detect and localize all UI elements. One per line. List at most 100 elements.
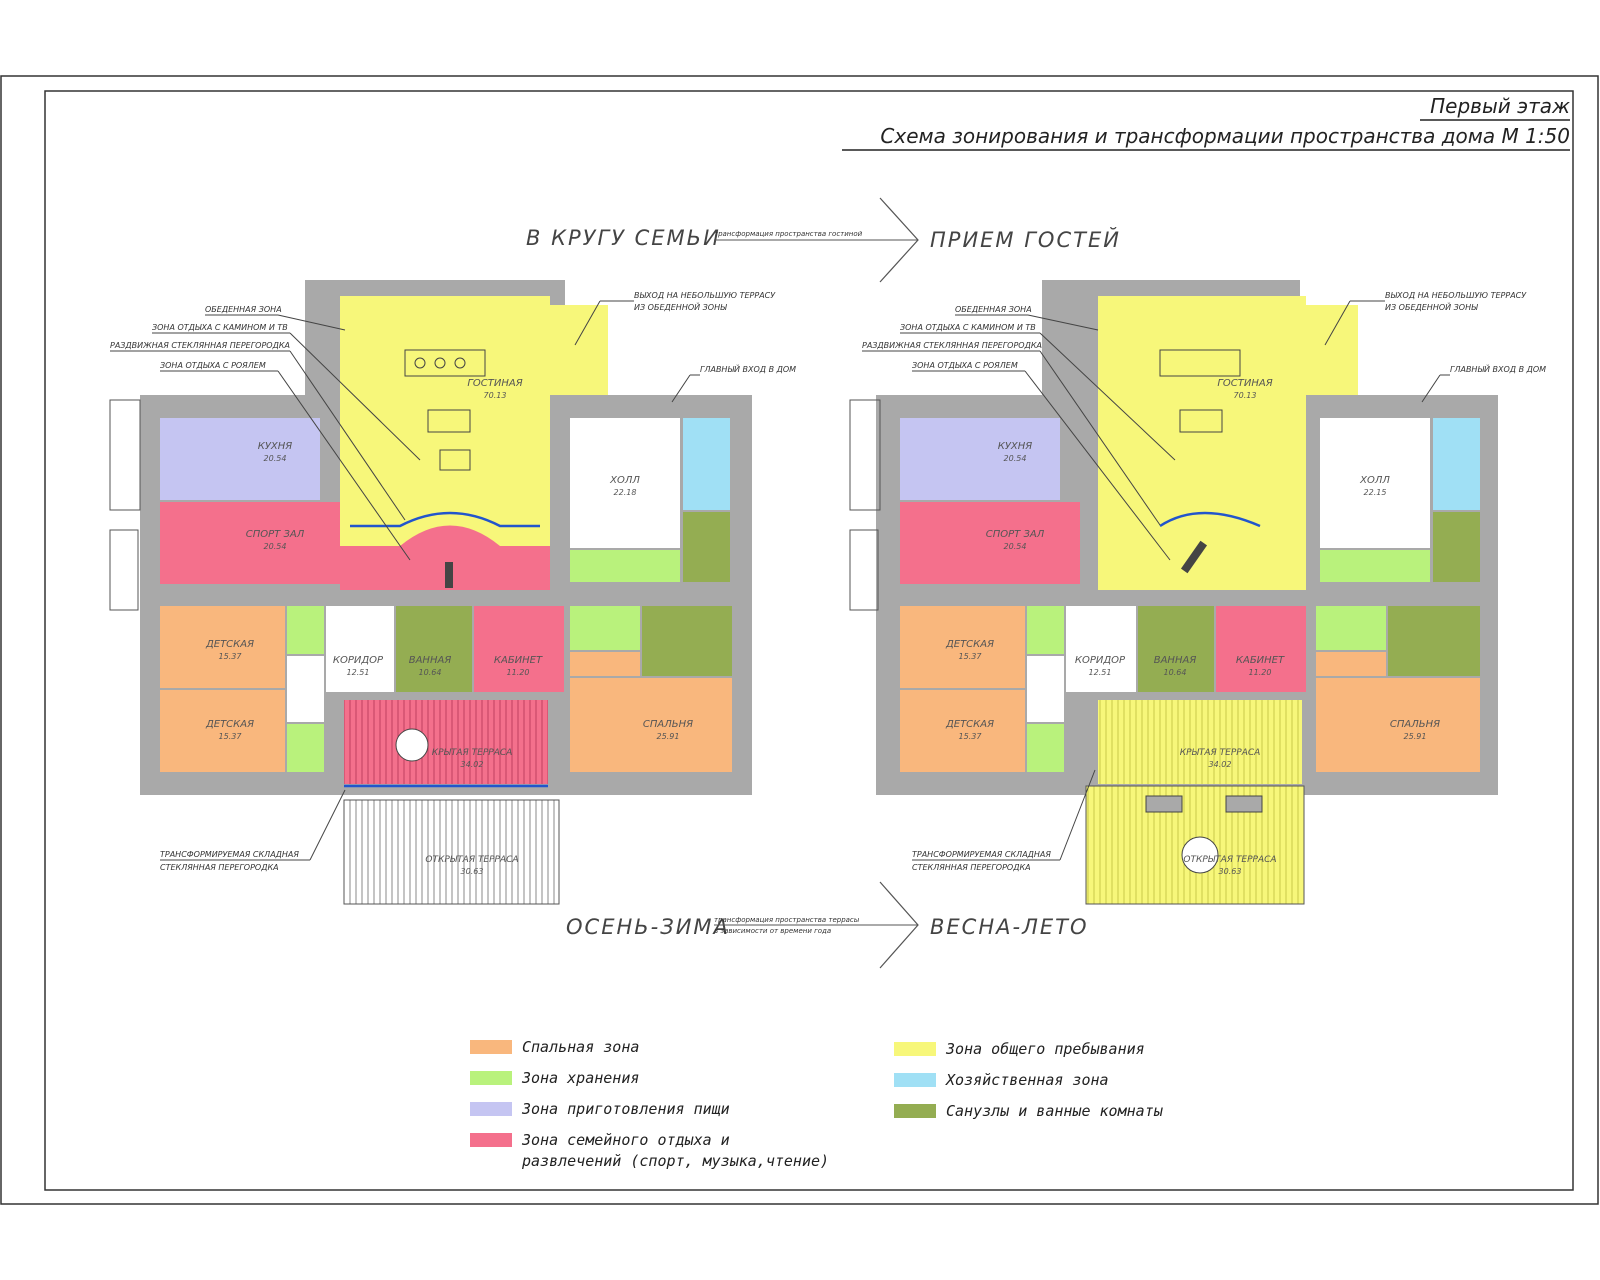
callout-entrance-r: ГЛАВНЫЙ ВХОД В ДОМ (1450, 363, 1546, 374)
label-hall-area: 22.18 (614, 488, 637, 497)
legend-swatch-wet (894, 1104, 936, 1118)
legend-label-common: Зона общего пребывания (945, 1040, 1145, 1058)
label-corridor-area: 12.51 (347, 668, 370, 677)
label-bedroom: СПАЛЬНЯ (643, 719, 693, 730)
scenario-note-bottom-2: в зависимости от времени года (714, 927, 831, 935)
legend-swatch-sleep (470, 1040, 512, 1054)
callout-terrace-1-r: ТРАНСФОРМИРУЕМАЯ СКЛАДНАЯ (912, 850, 1051, 859)
scenario-note-top: трансформация пространства гостиной (714, 230, 863, 238)
label-hall-area-r: 22.15 (1364, 488, 1387, 497)
label-gym-r: СПОРТ ЗАЛ (986, 529, 1045, 540)
label-kitchen-area-r: 20.54 (1004, 454, 1027, 463)
legend-label-kitchen: Зона приготовления пищи (521, 1100, 730, 1118)
room-bath (396, 606, 472, 692)
label-living-r: ГОСТИНАЯ (1217, 378, 1272, 389)
room-kitchen (160, 418, 320, 500)
label-open-area: 30.63 (461, 867, 484, 876)
label-corridor: КОРИДОР (333, 655, 384, 666)
legend-swatch-utility (894, 1073, 936, 1087)
scenario-guests: ПРИЕМ ГОСТЕЙ (930, 227, 1121, 252)
legend: Спальная зона Зона хранения Зона пригото… (470, 1038, 1164, 1170)
scenario-spring: ВЕСНА-ЛЕТО (930, 915, 1089, 939)
room-child-2 (160, 690, 285, 772)
legend-swatch-common (894, 1042, 936, 1056)
room-utility (683, 418, 730, 510)
label-corridor-r: КОРИДОР (1075, 655, 1126, 666)
room-study (474, 606, 564, 692)
callout-fireplace-r: ЗОНА ОТДЫХА С КАМИНОМ И ТВ (900, 323, 1036, 332)
label-study: КАБИНЕТ (494, 655, 543, 666)
label-bath-area-r: 10.64 (1164, 668, 1187, 677)
floor-plan-right (849, 280, 1498, 905)
room-bedroom (570, 678, 732, 772)
label-hall-r: ХОЛЛ (1359, 475, 1390, 486)
label-bedroom-r: СПАЛЬНЯ (1390, 719, 1440, 730)
label-hall: ХОЛЛ (609, 475, 640, 486)
legend-label-family-2: развлечений (спорт, музыка,чтение) (521, 1152, 829, 1170)
callout-exit-1-r: ВЫХОД НА НЕБОЛЬШУЮ ТЕРРАСУ (1385, 291, 1527, 300)
scheme-title: Схема зонирования и трансформации простр… (880, 124, 1570, 148)
label-bedroom-area-r: 25.91 (1404, 732, 1427, 741)
legend-label-family: Зона семейного отдыха и (521, 1131, 730, 1149)
room-wc (683, 512, 730, 582)
callout-terrace-1: ТРАНСФОРМИРУЕМАЯ СКЛАДНАЯ (160, 850, 299, 859)
legend-label-utility: Хозяйственная зона (945, 1071, 1109, 1089)
label-bath-area: 10.64 (419, 668, 442, 677)
label-child-2-area-r: 15.37 (959, 732, 983, 741)
label-corridor-area-r: 12.51 (1089, 668, 1112, 677)
callout-terrace-2: СТЕКЛЯННАЯ ПЕРЕГОРОДКА (160, 863, 279, 872)
legend-label-storage: Зона хранения (521, 1069, 639, 1087)
callout-dining-r: ОБЕДЕННАЯ ЗОНА (955, 305, 1032, 314)
label-gym: СПОРТ ЗАЛ (246, 529, 305, 540)
label-living-area-r: 70.13 (1234, 391, 1257, 400)
covered-terrace (344, 700, 548, 784)
label-child-1-area: 15.37 (219, 652, 243, 661)
callout-dining: ОБЕДЕННАЯ ЗОНА (205, 305, 282, 314)
callout-exit-2: ИЗ ОБЕДЕННОЙ ЗОНЫ (634, 301, 727, 312)
arrow-bottom (879, 881, 919, 969)
callouts-left: ОБЕДЕННАЯ ЗОНА ЗОНА ОТДЫХА С КАМИНОМ И Т… (110, 291, 796, 872)
label-covered-terrace: КРЫТАЯ ТЕРРАСА (432, 748, 513, 758)
legend-swatch-storage (470, 1071, 512, 1085)
room-child-1 (160, 606, 285, 688)
callout-entrance: ГЛАВНЫЙ ВХОД В ДОМ (700, 363, 796, 374)
label-bath: ВАННАЯ (409, 655, 452, 666)
room-corridor (326, 606, 394, 692)
room-gym (160, 502, 340, 584)
open-terrace (343, 799, 560, 905)
label-covered-terrace-r: КРЫТАЯ ТЕРРАСА (1180, 748, 1261, 758)
callout-fireplace: ЗОНА ОТДЫХА С КАМИНОМ И ТВ (152, 323, 288, 332)
label-living: ГОСТИНАЯ (467, 378, 522, 389)
arrow-top (879, 197, 919, 283)
label-child-2: ДЕТСКАЯ (205, 719, 254, 730)
callout-piano-r: ЗОНА ОТДЫХА С РОЯЛЕМ (912, 361, 1018, 370)
callout-exit-2-r: ИЗ ОБЕДЕННОЙ ЗОНЫ (1385, 301, 1478, 312)
legend-label-sleep: Спальная зона (522, 1038, 639, 1056)
label-child-1-r: ДЕТСКАЯ (945, 639, 994, 650)
label-kitchen-r: КУХНЯ (998, 441, 1033, 452)
label-bath-r: ВАННАЯ (1154, 655, 1197, 666)
scenario-note-bottom-1: трансформация пространства террасы (714, 916, 860, 924)
callout-exit-1: ВЫХОД НА НЕБОЛЬШУЮ ТЕРРАСУ (634, 291, 776, 300)
floor-plan-left (109, 280, 752, 905)
label-study-area: 11.20 (507, 668, 530, 677)
label-gym-area-r: 20.54 (1004, 542, 1027, 551)
room-living (340, 296, 550, 546)
label-kitchen-area: 20.54 (264, 454, 287, 463)
callout-partition: РАЗДВИЖНАЯ СТЕКЛЯННАЯ ПЕРЕГОРОДКА (110, 341, 290, 350)
label-child-2-area: 15.37 (219, 732, 243, 741)
label-covered-area-r: 34.02 (1209, 760, 1232, 769)
label-living-area: 70.13 (484, 391, 507, 400)
label-child-1-area-r: 15.37 (959, 652, 983, 661)
legend-swatch-kitchen (470, 1102, 512, 1116)
label-kitchen: КУХНЯ (258, 441, 293, 452)
legend-swatch-family (470, 1133, 512, 1147)
floor-title: Первый этаж (1430, 94, 1570, 118)
label-gym-area: 20.54 (264, 542, 287, 551)
callout-piano: ЗОНА ОТДЫХА С РОЯЛЕМ (160, 361, 266, 370)
callout-terrace-2-r: СТЕКЛЯННАЯ ПЕРЕГОРОДКА (912, 863, 1031, 872)
label-covered-area: 34.02 (461, 760, 484, 769)
legend-label-wet: Санузлы и ванные комнаты (946, 1102, 1164, 1120)
label-study-area-r: 11.20 (1249, 668, 1272, 677)
